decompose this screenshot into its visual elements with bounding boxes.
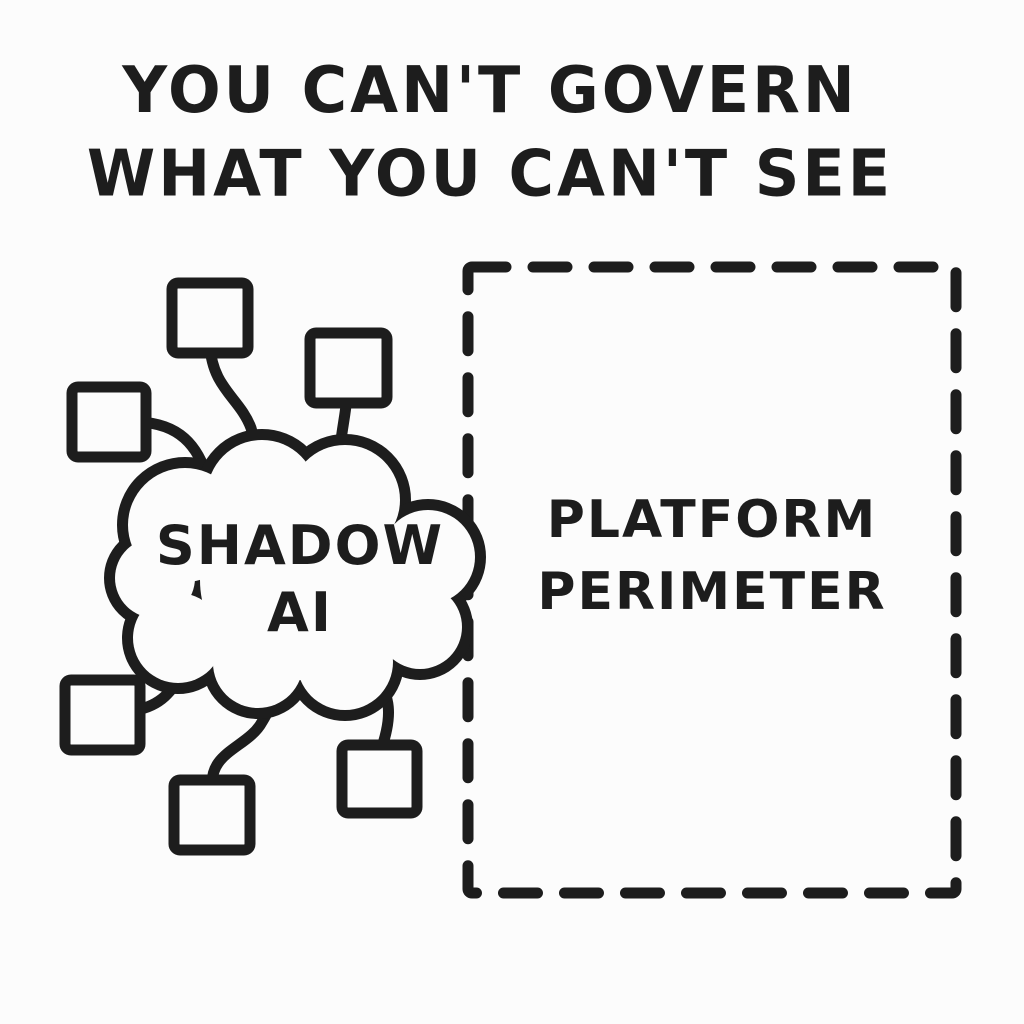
shadow-ai-nodes bbox=[59, 277, 423, 856]
page-title: YOU CAN'T GOVERN WHAT YOU CAN'T SEE bbox=[0, 49, 980, 215]
node-square-top bbox=[166, 277, 254, 359]
node-square-bottom bbox=[168, 774, 256, 856]
platform-perimeter-label-line-2: PERIMETER bbox=[537, 562, 887, 622]
title-line-2: WHAT YOU CAN'T SEE bbox=[86, 135, 894, 212]
node-square-lower-right bbox=[336, 739, 423, 819]
shadow-ai-label: SHADOW AI bbox=[130, 512, 470, 646]
title-line-1: YOU CAN'T GOVERN bbox=[122, 51, 858, 128]
platform-perimeter-label-line-1: PLATFORM bbox=[546, 490, 878, 550]
node-square-upper-right bbox=[304, 327, 393, 409]
node-square-left bbox=[66, 381, 152, 463]
shadow-ai-label-line-1: SHADOW bbox=[155, 514, 445, 577]
platform-perimeter-label: PLATFORM PERIMETER bbox=[468, 484, 956, 628]
shadow-ai-label-line-2: AI bbox=[267, 581, 333, 644]
node-square-lower-left bbox=[59, 674, 146, 756]
shadow-ai-cloud-body bbox=[115, 440, 475, 710]
